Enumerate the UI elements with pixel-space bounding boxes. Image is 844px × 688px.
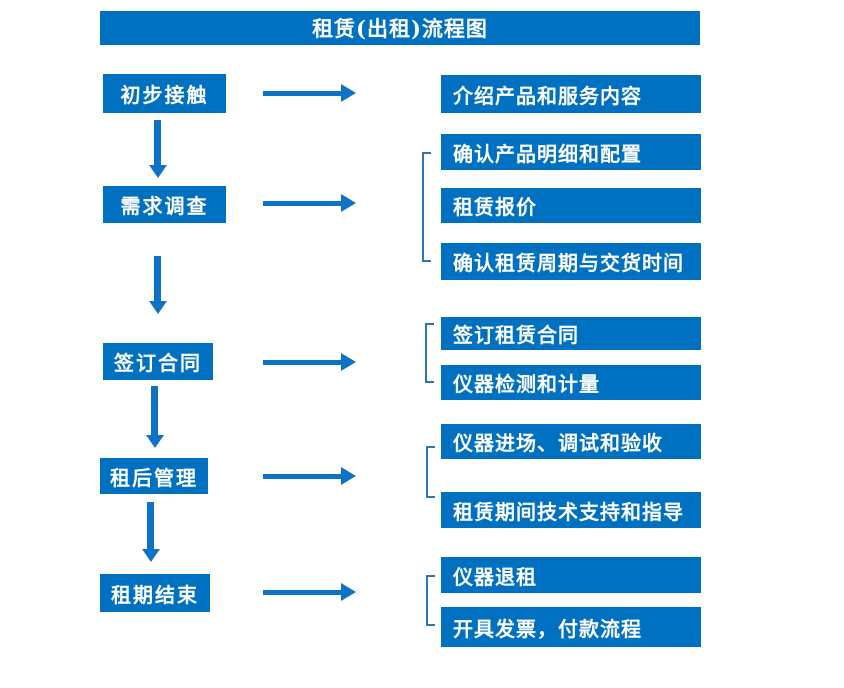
- flow-arrow-right-3: [263, 353, 356, 371]
- arrow-right-icon: [341, 194, 356, 212]
- group-bracket-post-rental: [426, 446, 435, 498]
- arrow-shaft: [154, 120, 161, 165]
- detail-box-instrument-testing: 仪器检测和计量: [441, 365, 701, 400]
- arrow-right-icon: [341, 353, 356, 371]
- flow-arrow-right-1: [263, 84, 356, 102]
- arrow-down-icon: [148, 301, 167, 314]
- group-bracket-demand-survey: [422, 152, 431, 262]
- arrow-shaft: [263, 589, 341, 595]
- flow-arrow-right-2: [263, 194, 356, 212]
- arrow-right-icon: [341, 84, 356, 102]
- group-bracket-rental-end: [426, 575, 435, 626]
- arrow-shaft: [263, 90, 341, 96]
- arrow-right-icon: [341, 467, 356, 485]
- flow-arrow-down-2: [148, 256, 167, 314]
- arrow-down-icon: [145, 435, 164, 448]
- flowchart-title: 租赁(出租)流程图: [100, 11, 700, 45]
- detail-box-confirm-rental-period: 确认租赁周期与交货时间: [441, 243, 701, 280]
- arrow-right-icon: [341, 583, 356, 601]
- detail-box-sign-rental-contract: 签订租赁合同: [441, 317, 701, 350]
- arrow-shaft: [151, 386, 158, 435]
- arrow-down-icon: [141, 549, 160, 562]
- detail-box-rental-quotation: 租赁报价: [441, 188, 701, 223]
- stage-box-rental-end: 租期结束: [100, 574, 210, 612]
- arrow-shaft: [154, 256, 161, 301]
- stage-box-initial-contact: 初步接触: [103, 74, 226, 113]
- arrow-down-icon: [148, 165, 167, 178]
- detail-box-instrument-entry: 仪器进场、调试和验收: [441, 424, 701, 459]
- stage-box-post-rental-management: 租后管理: [100, 458, 208, 494]
- flow-arrow-right-5: [263, 583, 356, 601]
- arrow-shaft: [147, 502, 154, 549]
- detail-box-technical-support: 租赁期间技术支持和指导: [441, 492, 701, 528]
- flow-arrow-right-4: [263, 467, 356, 485]
- stage-box-sign-contract: 签订合同: [103, 343, 213, 380]
- arrow-shaft: [263, 359, 341, 365]
- flow-arrow-down-3: [145, 386, 164, 448]
- flow-arrow-down-4: [141, 502, 160, 562]
- detail-box-invoice-payment: 开具发票，付款流程: [441, 607, 701, 647]
- arrow-shaft: [263, 473, 341, 479]
- detail-box-introduce-products: 介绍产品和服务内容: [441, 75, 701, 113]
- detail-box-instrument-return: 仪器退租: [441, 557, 701, 593]
- flow-arrow-down-1: [148, 120, 167, 178]
- stage-box-demand-survey: 需求调查: [103, 186, 226, 223]
- group-bracket-sign-contract: [425, 323, 434, 383]
- arrow-shaft: [263, 200, 341, 206]
- detail-box-confirm-product-details: 确认产品明细和配置: [441, 134, 701, 170]
